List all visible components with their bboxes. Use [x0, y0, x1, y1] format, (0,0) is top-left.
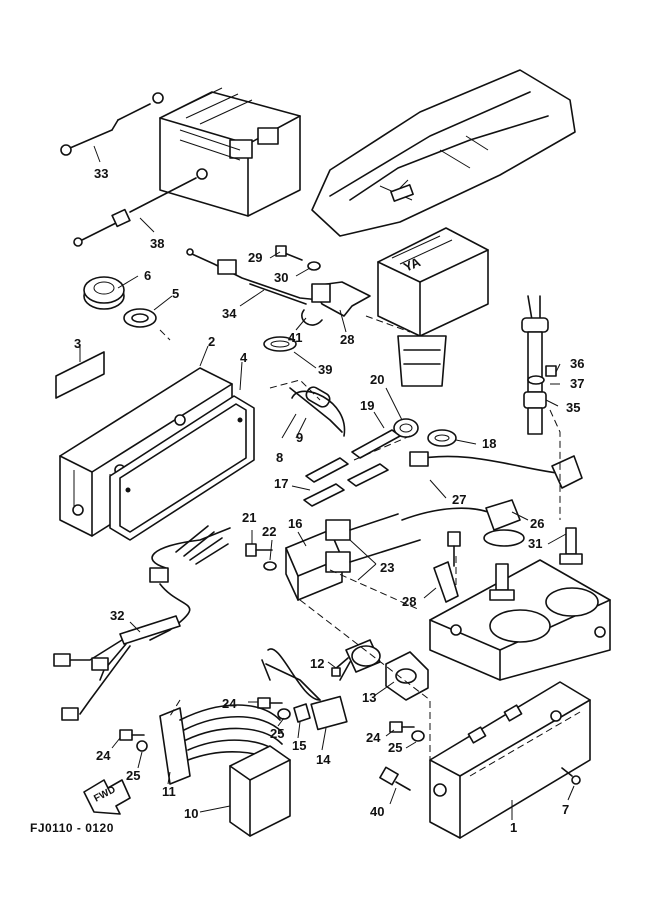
- callout-3: 3: [74, 336, 81, 351]
- clip-15: [293, 703, 311, 723]
- callout-9: 9: [296, 430, 303, 445]
- gasket-4: [109, 395, 255, 541]
- callout-39: 39: [318, 362, 332, 377]
- battery: [159, 87, 301, 217]
- callout-40: 40: [370, 804, 384, 819]
- callout-22: 22: [262, 524, 276, 539]
- watercraft-hull: [311, 69, 576, 237]
- clamp-39: [263, 336, 297, 352]
- bolt-24c: [389, 721, 415, 733]
- callout-16: 16: [288, 516, 302, 531]
- label-plate-3: [55, 351, 105, 399]
- callout-29: 29: [248, 250, 262, 265]
- callout-32: 32: [110, 608, 124, 623]
- ignition-coil-16: [285, 519, 351, 601]
- clamp-20: [393, 418, 419, 438]
- screw-7: [561, 767, 581, 785]
- bolt-21: [245, 543, 273, 557]
- callout-34: 34: [222, 306, 237, 321]
- bracket-28b: [433, 531, 461, 603]
- callout-18: 18: [482, 436, 496, 451]
- callout-labels: 33 38 6 5 3 2 4 29 30 34 41 28 39 9 8 20…: [74, 166, 584, 835]
- callout-23: 23: [380, 560, 394, 575]
- callout-35: 35: [566, 400, 580, 415]
- callout-15: 15: [292, 738, 306, 753]
- callout-19: 19: [360, 398, 374, 413]
- callout-25-left: 25: [126, 768, 140, 783]
- callout-21: 21: [242, 510, 256, 525]
- callout-20: 20: [370, 372, 384, 387]
- rectifier-13: [385, 651, 429, 701]
- callout-28-top: 28: [340, 332, 354, 347]
- callout-28-bottom: 28: [402, 594, 416, 609]
- callout-5: 5: [172, 286, 179, 301]
- callout-13: 13: [362, 690, 376, 705]
- callout-30: 30: [274, 270, 288, 285]
- bolt-24a: [257, 697, 283, 709]
- svg-text:YA: YA: [401, 254, 423, 275]
- clamp-41: [301, 309, 323, 326]
- boot-23: [349, 513, 421, 563]
- callout-24-right: 24: [366, 730, 381, 745]
- spark-plug-31: [489, 527, 583, 601]
- callout-25-mid: 25: [270, 726, 284, 741]
- callout-14: 14: [316, 752, 331, 767]
- callout-38: 38: [150, 236, 164, 251]
- bolt-24b: [119, 729, 145, 741]
- callout-24-left: 24: [96, 748, 111, 763]
- callout-41: 41: [288, 330, 302, 345]
- callout-17: 17: [274, 476, 288, 491]
- callout-24-mid: 24: [222, 696, 237, 711]
- clamp-18: [427, 429, 457, 447]
- callout-31: 31: [528, 536, 542, 551]
- bracket-28: [311, 281, 371, 317]
- bolt-29: [275, 245, 303, 261]
- washer-25b: [136, 740, 148, 752]
- callout-10: 10: [184, 806, 198, 821]
- wire-harness-34: [186, 248, 321, 305]
- callout-8: 8: [276, 450, 283, 465]
- callout-37: 37: [570, 376, 584, 391]
- engine-housing: YA: [377, 227, 489, 387]
- filler-cap-6: [83, 276, 125, 310]
- callout-1: 1: [510, 820, 517, 835]
- callout-27: 27: [452, 492, 466, 507]
- tube-17: [303, 457, 389, 507]
- wire-harness-32: [53, 525, 231, 721]
- leader-lines: [79, 145, 575, 820]
- callout-7: 7: [562, 802, 569, 817]
- callout-6: 6: [144, 268, 151, 283]
- callout-25-right: 25: [388, 740, 402, 755]
- callout-36: 36: [570, 356, 584, 371]
- figure-code: FJ0110 - 0120: [30, 821, 114, 835]
- battery-cable-33: [60, 92, 164, 156]
- tube-19: [351, 429, 401, 459]
- callout-11: 11: [162, 784, 176, 799]
- relay-12: [331, 639, 381, 681]
- washer-22: [263, 561, 277, 571]
- control-box-1: [429, 681, 591, 839]
- capacitor-9: [289, 386, 346, 437]
- callout-4: 4: [240, 350, 248, 365]
- washer-30: [307, 261, 321, 271]
- washer-25c: [411, 730, 425, 742]
- plug-wire-27: [409, 451, 583, 489]
- callout-33: 33: [94, 166, 108, 181]
- reference-lines: [159, 315, 561, 760]
- plug-cap-26: [401, 499, 525, 547]
- bolt-40: [379, 766, 411, 791]
- washer-5: [123, 308, 157, 328]
- wire-harness-14: [261, 648, 348, 731]
- cylinder-head: [429, 559, 611, 681]
- callout-26: 26: [530, 516, 544, 531]
- battery-cable-38: [73, 168, 208, 247]
- cover-10: [229, 745, 291, 837]
- washer-25a: [277, 708, 291, 720]
- fwd-arrow: FWD: [83, 779, 131, 815]
- callout-2: 2: [208, 334, 215, 349]
- sensor-35: [521, 295, 557, 435]
- callout-12: 12: [310, 656, 324, 671]
